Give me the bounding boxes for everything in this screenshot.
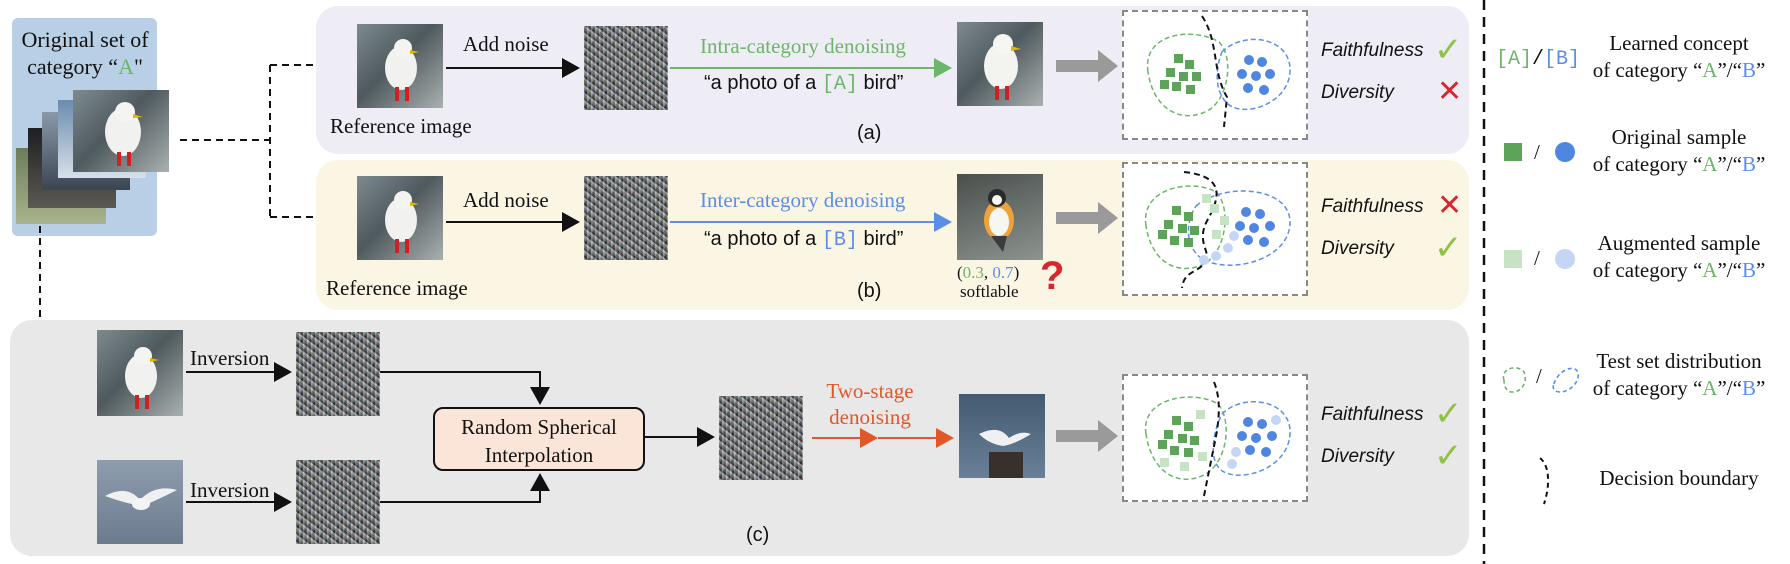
legend-boundary-text: Decision boundary — [1599, 466, 1759, 490]
noisy-image-b — [584, 176, 668, 260]
diversity-check-c: ✓ — [1434, 436, 1463, 476]
prompt-a: “a photo of a [A] bird” — [704, 72, 904, 96]
panel-a-label: (a) — [857, 122, 882, 144]
faithfulness-label-a: Faithfulness — [1321, 40, 1424, 61]
faithfulness-label-c: Faithfulness — [1321, 404, 1424, 425]
prompt-b: “a photo of a [B] bird” — [704, 228, 904, 252]
softlabel-values: (0.3, 0.7) — [957, 263, 1020, 282]
generated-image-c — [959, 394, 1045, 478]
rsi-label-line1: Random Spherical — [461, 415, 617, 439]
reference-image-b — [357, 176, 443, 260]
two-stage-line2: denoising — [829, 405, 911, 429]
diversity-label-c: Diversity — [1321, 446, 1394, 467]
input-image-c1 — [97, 330, 183, 416]
legend-augmented-blue-circle — [1555, 249, 1575, 269]
legend-test-distribution-icons — [1502, 367, 1580, 393]
original-set-title-line2: category “A" — [27, 54, 143, 79]
scatter-plot-b — [1122, 162, 1308, 296]
reference-image-a — [357, 24, 443, 108]
legend-original-green-square — [1504, 143, 1522, 161]
noisy-image-a — [584, 26, 668, 110]
inversion-label-1: Inversion — [190, 346, 270, 370]
original-set-title: Original set of category “A" — [14, 26, 156, 80]
generated-image-b — [957, 174, 1043, 260]
input-image-c2 — [97, 460, 183, 544]
interpolated-noise — [719, 396, 803, 480]
rsi-box: Random Spherical Interpolation — [433, 407, 645, 471]
question-mark: ? — [1040, 254, 1065, 298]
reference-image-label-b: Reference image — [326, 276, 468, 300]
panel-c-label: (c) — [746, 524, 770, 546]
faithfulness-cross-b: ✕ — [1437, 188, 1463, 223]
softlable-label: softlable — [960, 282, 1019, 301]
faithfulness-check-c: ✓ — [1434, 394, 1463, 434]
diversity-check-b: ✓ — [1434, 228, 1463, 268]
legend-test-slash: / — [1536, 364, 1542, 388]
intra-denoising-label: Intra-category denoising — [700, 34, 906, 58]
legend-augmented-green-square — [1504, 250, 1522, 268]
legend-concept-tokens: [A]/[B] — [1496, 48, 1581, 71]
reference-image-label-a: Reference image — [330, 114, 472, 138]
legend-augmented-slash: / — [1534, 246, 1540, 270]
legend-original-text: Original sample of category “A”/“B” — [1592, 125, 1766, 176]
legend-test-text: Test set distribution of category “A”/“B… — [1592, 349, 1766, 400]
add-noise-label-b: Add noise — [463, 188, 549, 212]
faithfulness-check-a: ✓ — [1434, 30, 1463, 70]
legend-original-blue-circle — [1555, 142, 1575, 162]
inversion-label-2: Inversion — [190, 478, 270, 502]
faithfulness-label-b: Faithfulness — [1321, 196, 1424, 217]
panel-b-label: (b) — [857, 280, 882, 302]
generated-image-a — [957, 22, 1043, 106]
legend-original-slash: / — [1534, 140, 1540, 164]
stack-image-top — [73, 90, 169, 172]
gull-image-top — [105, 102, 143, 166]
legend-boundary-icon — [1539, 457, 1550, 505]
diversity-label-b: Diversity — [1321, 238, 1394, 259]
inverted-noise-c2 — [296, 460, 380, 544]
inverted-noise-c1 — [296, 332, 380, 416]
two-stage-line1: Two-stage — [826, 379, 914, 403]
two-stage-label: Two-stage denoising — [810, 378, 930, 430]
original-set-title-line1: Original set of — [21, 27, 149, 52]
scatter-plot-c — [1122, 374, 1308, 502]
rsi-label-line2: Interpolation — [484, 443, 594, 467]
scatter-plot-a — [1122, 10, 1308, 140]
legend-concept-text: Learned concept of category “A”/“B” — [1592, 31, 1766, 82]
diversity-label-a: Diversity — [1321, 82, 1394, 103]
inter-denoising-label: Inter-category denoising — [700, 188, 906, 212]
diversity-cross-a: ✕ — [1437, 74, 1463, 109]
legend-augmented-text: Augmented sample of category “A”/“B” — [1592, 231, 1766, 282]
add-noise-label-a: Add noise — [463, 32, 549, 56]
